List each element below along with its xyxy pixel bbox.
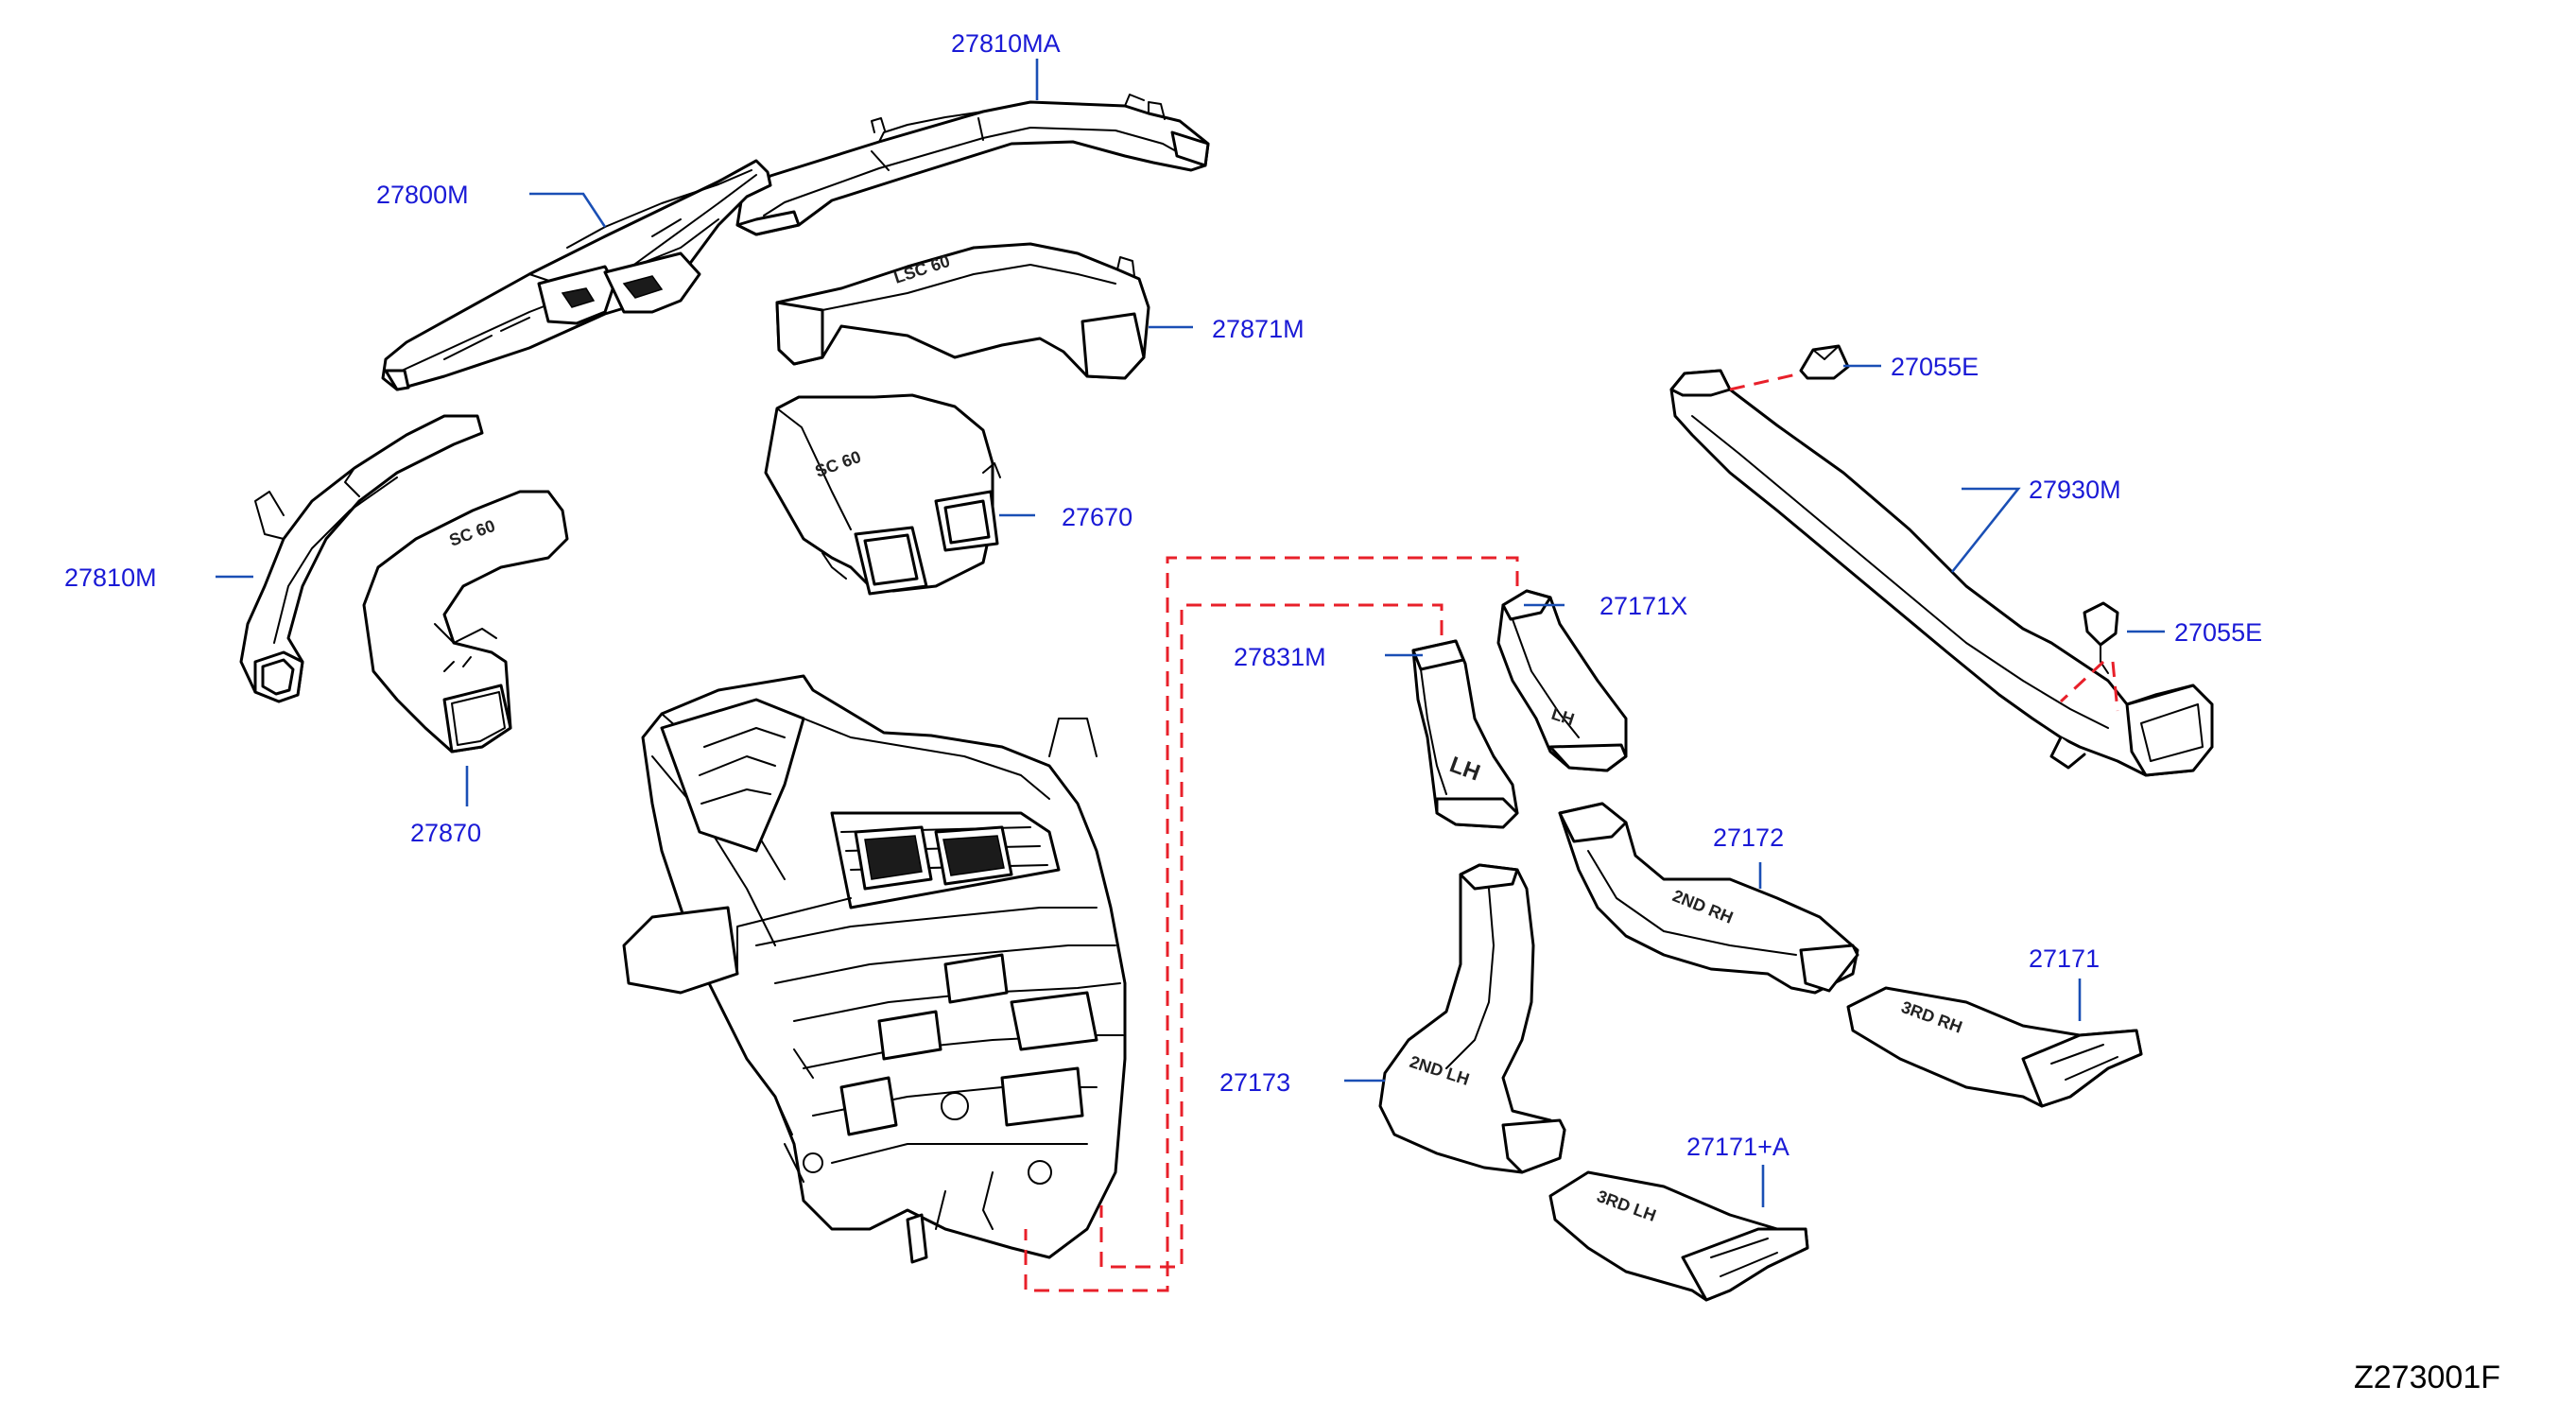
label-27171: 27171 <box>2029 944 2100 973</box>
label-27871m: 27871M <box>1212 315 1305 343</box>
duct-27810ma <box>735 94 1210 236</box>
label-27055e-mid: 27055E <box>2174 618 2262 647</box>
label-27810ma: 27810MA <box>951 29 1061 58</box>
clip-27055e-mid <box>2083 601 2119 674</box>
duct-27930m <box>1669 369 2214 777</box>
duct-27831m: LH <box>1411 639 1519 829</box>
label-27172: 27172 <box>1713 823 1784 852</box>
duct-27810m <box>239 414 484 703</box>
diagram-code: Z273001F <box>2354 1360 2500 1395</box>
label-27870: 27870 <box>410 819 481 847</box>
duct-27172: 2ND RH <box>1558 802 1859 995</box>
duct-27871m: LSC 60 <box>775 242 1150 380</box>
label-27800m: 27800M <box>376 181 469 209</box>
label-27171x: 27171X <box>1599 592 1687 620</box>
duct-27173: 2ND LH <box>1378 863 1566 1174</box>
label-27171a: 27171+A <box>1686 1133 1789 1161</box>
clip-27055e-top <box>1799 344 1850 380</box>
duct-27870: SC 60 <box>362 490 569 753</box>
center-duct-27670: SC 60 <box>764 393 1001 596</box>
duct-27171a: 3RD LH <box>1548 1170 1809 1302</box>
label-27930m: 27930M <box>2029 476 2121 504</box>
label-27831m: 27831M <box>1234 643 1326 671</box>
defroster-nozzle-27800m <box>381 159 772 391</box>
label-27670: 27670 <box>1062 503 1132 531</box>
leader-lines <box>216 59 2165 1207</box>
duct-27171: 3RD RH <box>1846 986 2143 1108</box>
label-27055e-top: 27055E <box>1891 353 1979 381</box>
label-27810m: 27810M <box>64 563 157 592</box>
part-labels: 27810MA 27800M 27871M 27055E 27930M 2781… <box>64 29 2262 1161</box>
heater-unit-assembly <box>622 674 1127 1264</box>
hidden-connection-lines <box>1024 372 2119 1292</box>
label-27173: 27173 <box>1219 1068 1290 1097</box>
